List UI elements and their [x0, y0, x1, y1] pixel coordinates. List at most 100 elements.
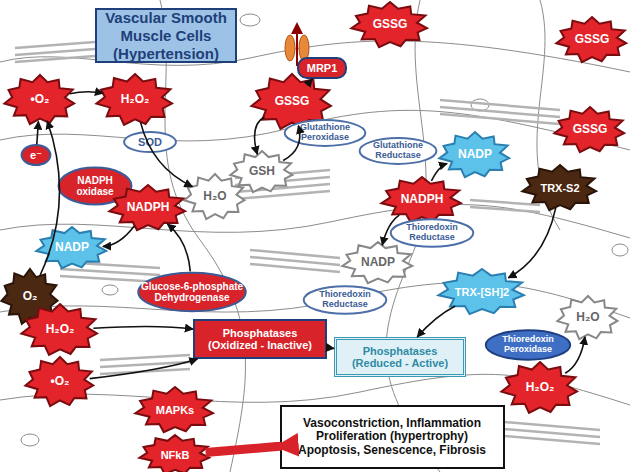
node-label: Thioredoxin Reductase — [392, 223, 472, 243]
species-burst: H₂O — [557, 296, 619, 340]
node-label: MRP1 — [302, 62, 342, 74]
efflux-arrowhead — [291, 22, 303, 34]
node-label: Glucose-6-phosphate Dehydrogenase — [139, 281, 245, 303]
node-label: NADPH — [384, 193, 460, 206]
node-text: NADPH oxidase — [57, 175, 133, 197]
species-burst: •O₂ — [25, 357, 95, 407]
species-burst: NADP — [36, 227, 108, 269]
enzyme-oval: Glutathione Reductase — [358, 137, 438, 165]
species-burst: NFkB — [139, 435, 211, 472]
reaction-arrow — [90, 359, 198, 379]
species-burst: H₂O₂ — [21, 304, 99, 356]
node-label: NADP — [39, 241, 105, 254]
species-burst: NADP — [439, 132, 511, 178]
cell-outline — [0, 282, 630, 318]
node-text: H₂O — [557, 311, 619, 324]
nucleus-outline — [102, 285, 118, 295]
node-label: TRX-S2 — [525, 182, 595, 194]
oval-shape — [304, 286, 387, 314]
node-text: Glucose-6-phosphate Dehydrogenase — [136, 281, 248, 303]
burst-shape — [135, 387, 213, 432]
node-label: H₂O — [560, 311, 616, 324]
enzyme-oval: e⁻ — [21, 144, 51, 166]
node-text: O₂ — [1, 290, 59, 303]
burst-shape — [96, 74, 172, 125]
burst-shape — [21, 304, 97, 355]
node-label: NADP — [345, 256, 411, 269]
node-text: NFkB — [139, 449, 211, 461]
burst-shape — [556, 17, 626, 62]
reaction-arrow — [37, 122, 39, 145]
reaction-arrow — [431, 164, 447, 181]
node-text: e⁻ — [21, 149, 51, 161]
burst-shape — [381, 177, 461, 222]
enzyme-oval: Glutathione Peroxidase — [283, 119, 367, 147]
nucleus-outline — [240, 14, 260, 26]
node-text: Thioredoxin Reductase — [389, 223, 475, 243]
node-text: GSSG — [351, 18, 429, 31]
node-text: Vasoconstriction, Inflammation Prolifera… — [282, 417, 503, 457]
burst-shape — [501, 362, 577, 413]
node-label: e⁻ — [24, 149, 48, 161]
node-text: GSSG — [556, 33, 628, 46]
outcome-box: Vasoconstriction, Inflammation Prolifera… — [280, 405, 505, 469]
burst-shape — [342, 242, 412, 283]
burst-shape — [230, 151, 292, 192]
burst-shape — [184, 174, 244, 219]
node-label: Phosphatases (Reduced - Active) — [340, 345, 460, 369]
node-text: NADP — [36, 241, 108, 254]
node-label: Thioredoxin Peroxidase — [487, 335, 569, 355]
burst-shape — [139, 435, 209, 472]
node-label: GSSG — [254, 95, 330, 108]
striation — [100, 355, 190, 374]
node-label: •O₂ — [28, 375, 92, 388]
reaction-arrow — [168, 224, 191, 271]
oval-shape — [138, 273, 246, 312]
enzyme-oval: Thioredoxin Reductase — [389, 218, 475, 248]
species-burst: NADP — [342, 242, 414, 284]
node-text: NADPH — [381, 193, 463, 206]
reaction-arrow — [255, 117, 265, 154]
node-label: GSSG — [557, 123, 623, 136]
burst-shape — [439, 132, 509, 177]
species-burst: H₂O — [184, 174, 246, 220]
species-burst: GSSG — [351, 2, 429, 48]
transporter-half — [285, 35, 295, 61]
enzyme-oval: Thioredoxin Peroxidase — [484, 329, 572, 361]
node-label: SOD — [126, 136, 174, 148]
species-burst: MAPKs — [135, 387, 215, 433]
burst-shape — [25, 357, 93, 406]
node-text: NADPH — [109, 201, 187, 214]
node-label: GSSG — [354, 18, 426, 31]
node-label: O₂ — [4, 290, 56, 303]
node-text: GSSG — [554, 123, 626, 136]
node-text: NADP — [342, 256, 414, 269]
signal-arrow — [206, 446, 280, 452]
species-burst: H₂O₂ — [96, 74, 174, 126]
oval-shape — [391, 219, 474, 247]
node-text: TRX-[SH]2 — [438, 286, 526, 298]
reaction-arrow — [103, 226, 134, 247]
node-text: •O₂ — [4, 93, 76, 106]
striation — [15, 42, 95, 62]
burst-shape — [109, 185, 185, 230]
enzyme-oval: Glucose-6-phosphate Dehydrogenase — [136, 271, 248, 313]
node-label: NADPH oxidase — [60, 175, 130, 197]
burst-shape — [36, 227, 106, 268]
striations — [15, 42, 600, 444]
species-burst: TRX-[SH]2 — [438, 269, 526, 315]
species-burst: NADPH — [381, 177, 463, 223]
oval-shape — [285, 120, 366, 146]
node-label: NADP — [442, 148, 508, 161]
node-text: H₂O — [184, 190, 246, 203]
node-text: Phosphatases (Reduced - Active) — [337, 345, 463, 369]
burst-shape — [557, 296, 617, 339]
burst-shape — [351, 2, 427, 47]
node-label: Phosphatases (Oxidized - Inactive) — [198, 327, 322, 351]
node-text: TRX-S2 — [522, 182, 598, 194]
nucleus-outline — [612, 244, 628, 256]
oval-shape — [360, 138, 437, 164]
node-label: H₂O₂ — [504, 381, 576, 394]
reaction-arrow — [508, 208, 556, 278]
state-box: Phosphatases (Oxidized - Inactive) — [193, 319, 327, 359]
